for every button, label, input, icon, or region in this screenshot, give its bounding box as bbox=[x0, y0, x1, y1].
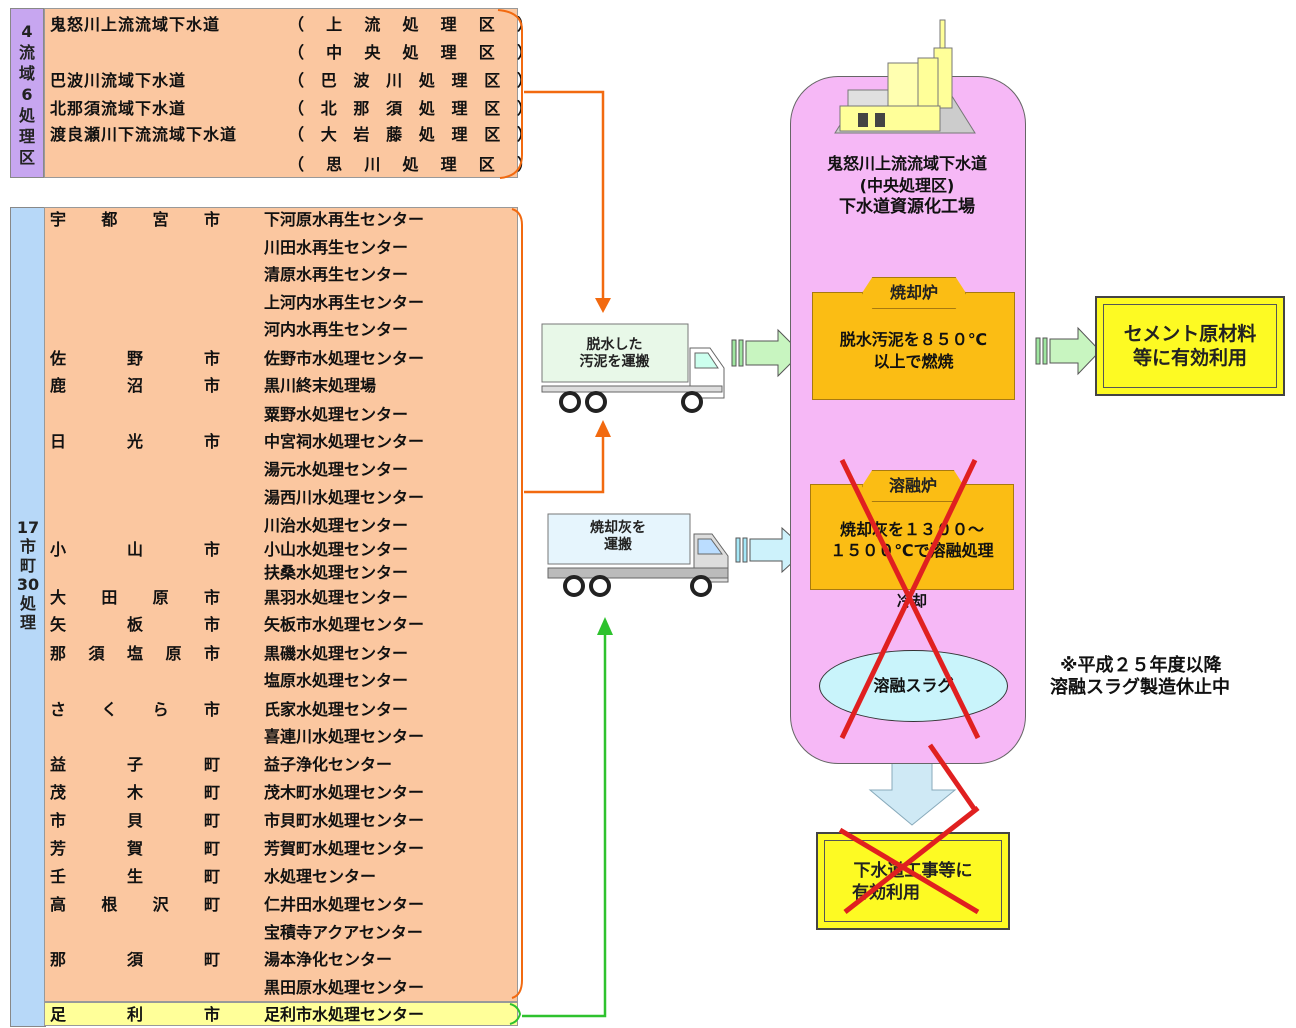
suspension-note-2: 溶融スラグ製造休止中 bbox=[1050, 673, 1230, 699]
